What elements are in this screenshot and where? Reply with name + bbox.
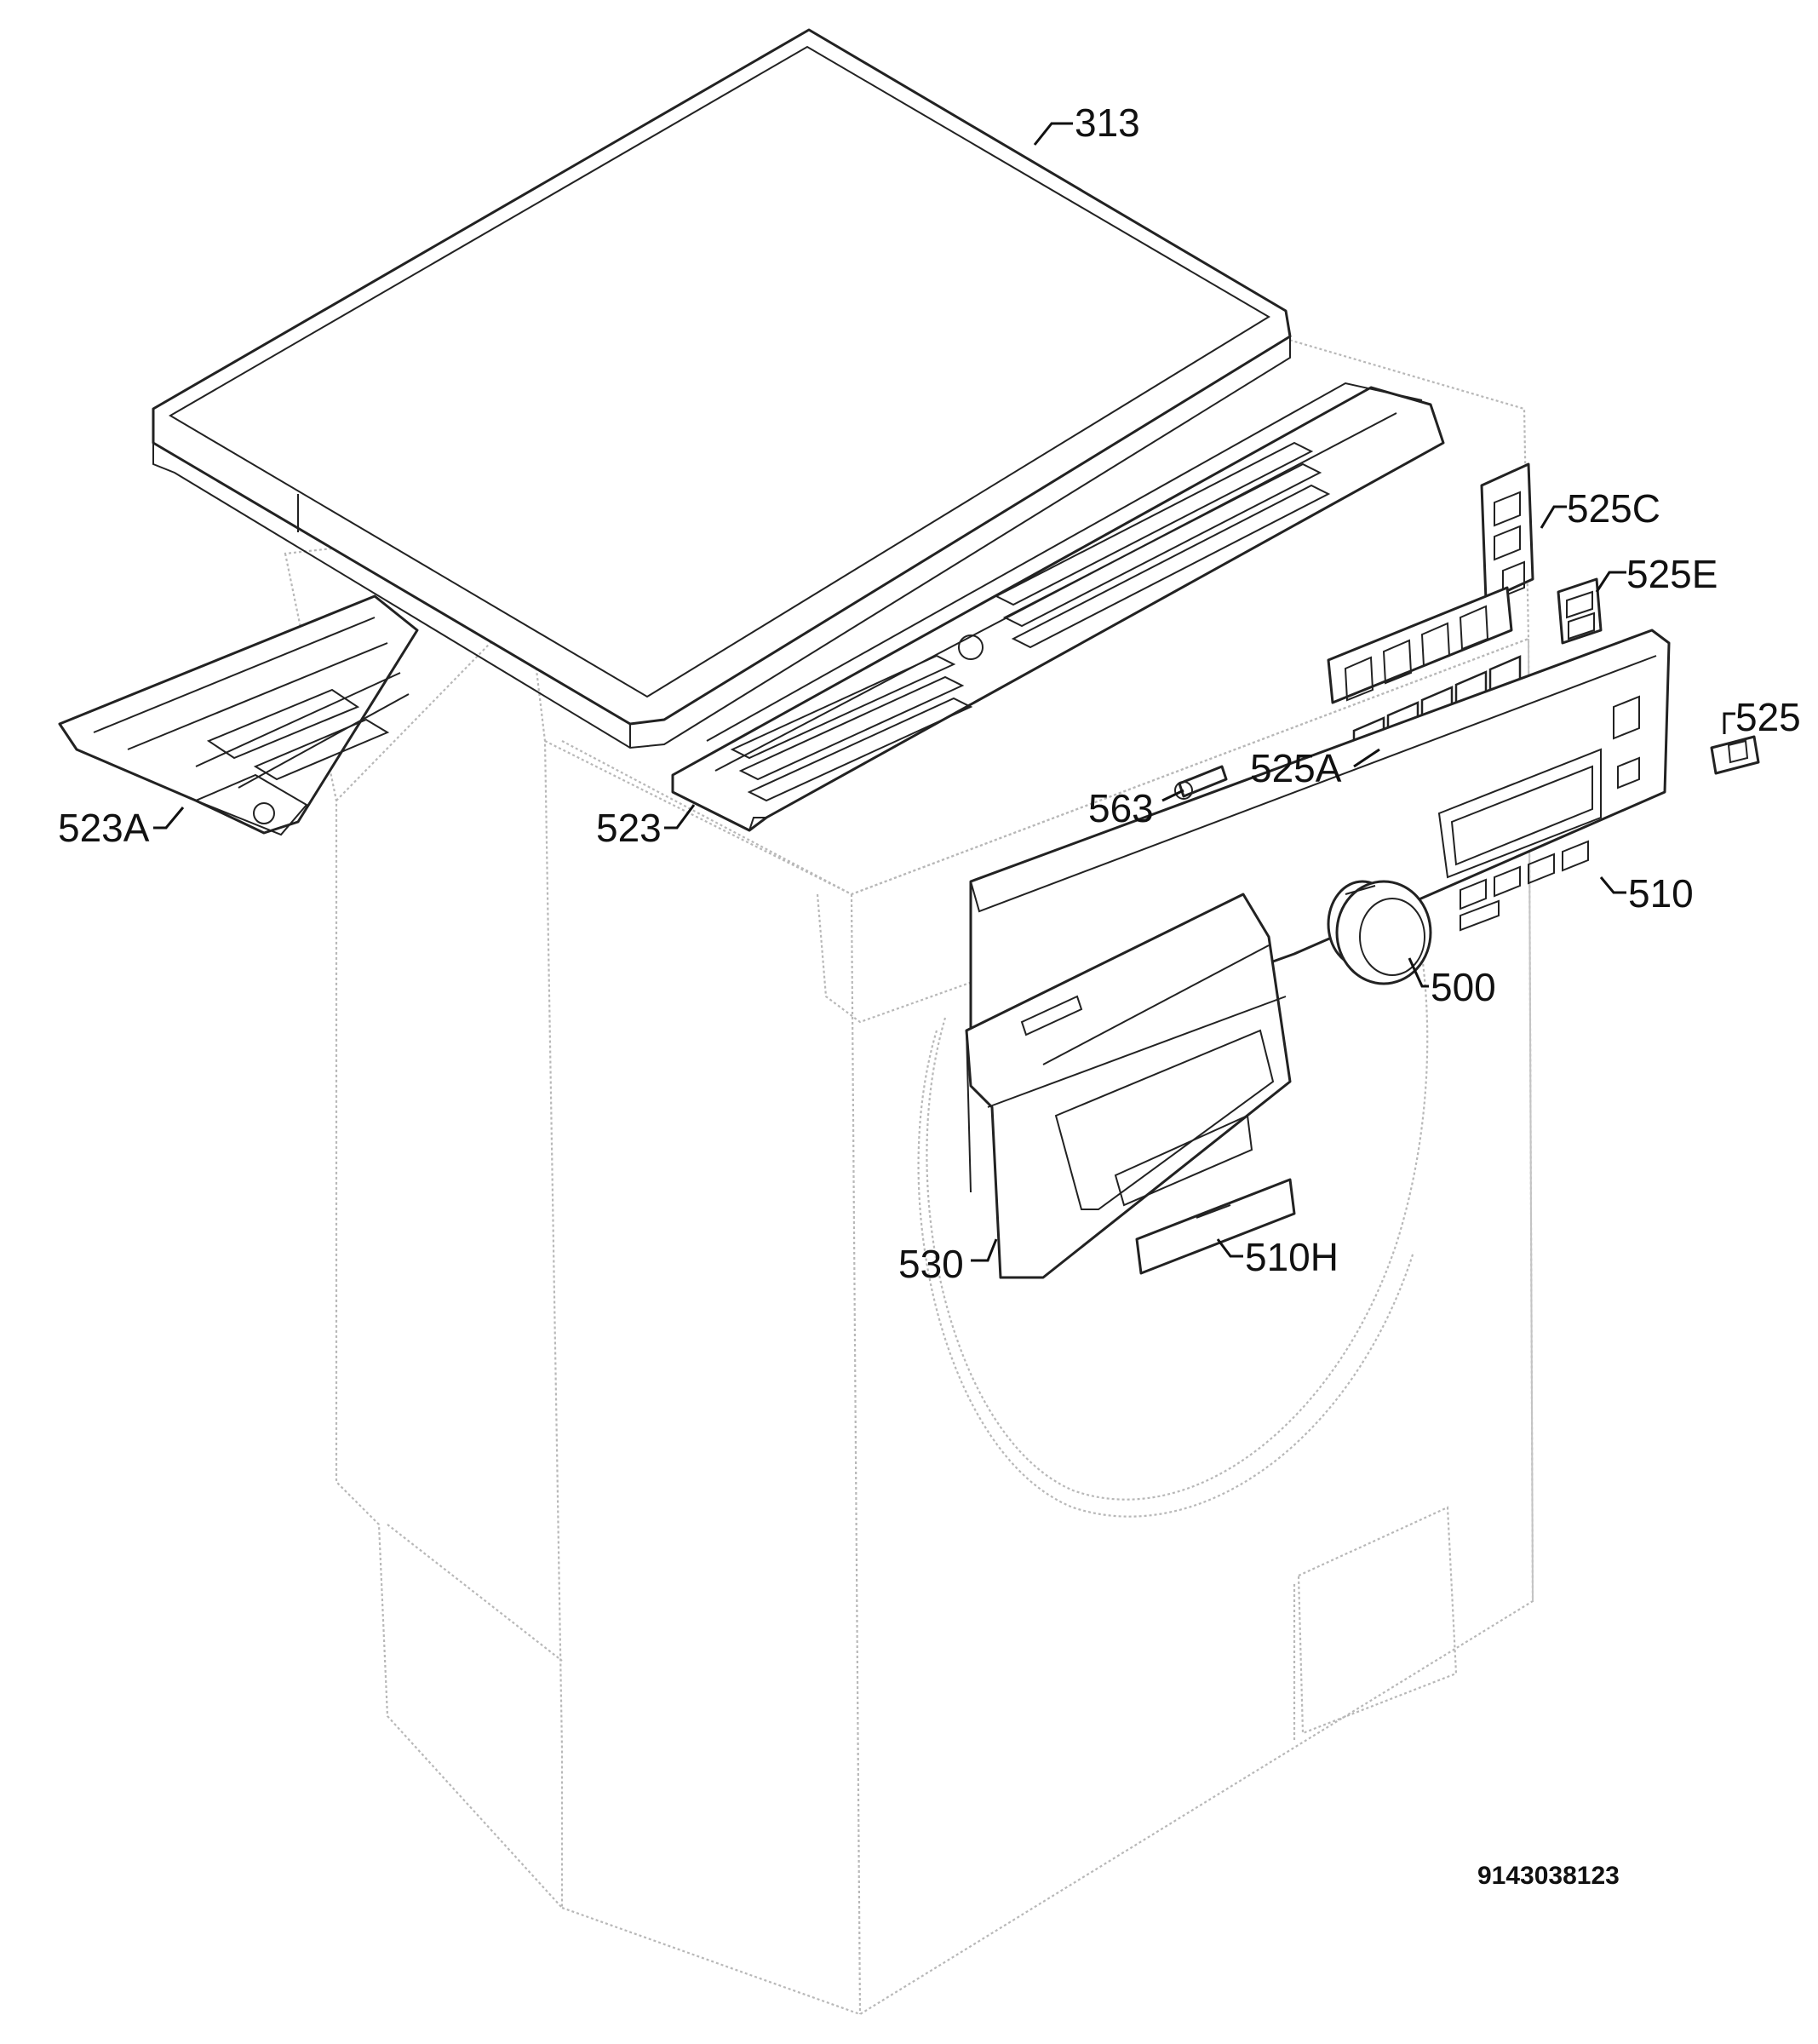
callout-523: 523 [596,806,662,850]
callout-510: 510 [1628,871,1694,916]
callout-563: 563 [1088,786,1154,830]
part-525-key [1710,735,1760,775]
part-510H-badge [1135,1178,1296,1275]
callout-525E: 525E [1626,552,1718,596]
callout-525C: 525C [1567,486,1660,531]
callout-525: 525 [1735,695,1801,739]
part-525C-switch-block [1327,462,1534,704]
callout-530: 530 [898,1242,964,1286]
callout-525A: 525A [1250,746,1342,790]
part-523-rail [671,382,1445,832]
leader-lines [153,122,1735,1262]
callout-523A: 523A [58,806,150,850]
part-530-drawer [965,893,1292,1279]
callout-313: 313 [1075,100,1140,145]
part-525E-key [1557,577,1603,645]
callout-500: 500 [1431,965,1496,1009]
part-500-knob [1327,880,1432,985]
document-number: 9143038123 [1477,1862,1620,1890]
callout-510H: 510H [1245,1235,1339,1279]
part-313-worktop [152,28,1292,749]
part-523A-rail [58,594,419,836]
